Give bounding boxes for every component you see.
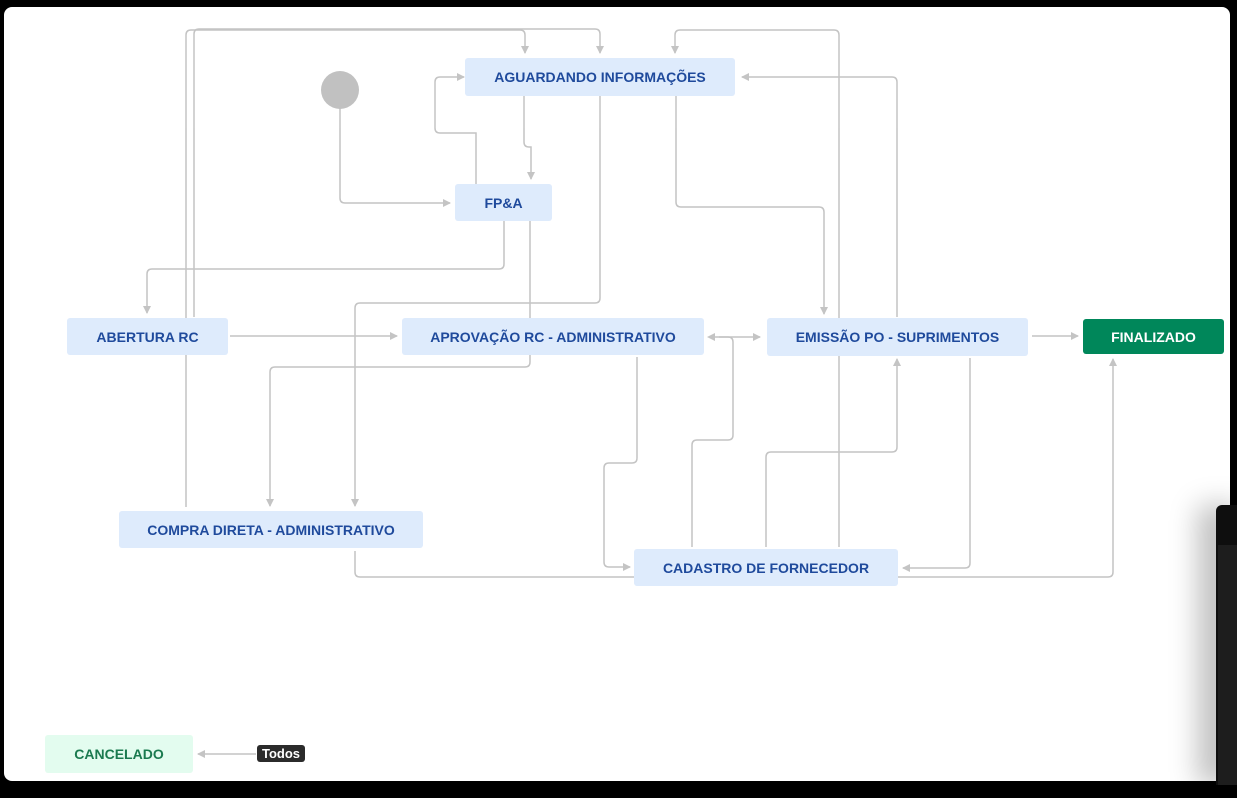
status-cadastro-de-fornecedor[interactable]: CADASTRO DE FORNECEDOR [634, 549, 898, 586]
global-transition-badge[interactable]: Todos [257, 745, 306, 762]
edge-aguardando-to-compra [351, 96, 601, 507]
edge-fpa-to-compra [266, 221, 531, 507]
edge-aguardando-to-emissao [675, 96, 828, 315]
edge-abertura-to-aguardando [193, 28, 604, 317]
edge-fpa-to-abertura [143, 221, 505, 314]
edge-cadastro-to-finalizado [897, 358, 1117, 578]
edge-emissao-to-cadastro [902, 358, 971, 572]
edge-start-to-fpa [339, 108, 451, 207]
status-cancelado[interactable]: CANCELADO [45, 735, 193, 773]
side-panel-edge [1216, 505, 1237, 785]
status-abertura-rc[interactable]: ABERTURA RC [67, 318, 228, 355]
status-finalizado[interactable]: FINALIZADO [1083, 319, 1224, 354]
edge-cadastro-to-aprovacao [691, 336, 734, 547]
edge-aguardando-to-fpa [523, 96, 535, 180]
start-node[interactable] [321, 71, 359, 109]
status-fpa[interactable]: FP&A [455, 184, 552, 221]
transition-edges [143, 28, 1117, 758]
status-compra-direta-administrativo[interactable]: COMPRA DIRETA - ADMINISTRATIVO [119, 511, 423, 548]
edge-compra-to-cadastro [354, 551, 636, 578]
edge-cadastro-to-aguardando [671, 29, 840, 547]
edge-fpa-to-aguardando [434, 73, 477, 184]
edge-emissao-to-aguardando [741, 73, 898, 317]
status-emissao-po-suprimentos[interactable]: EMISSÃO PO - SUPRIMENTOS [767, 318, 1028, 356]
edge-cadastro-to-emissao [765, 358, 901, 547]
edge-compra-to-aguardando-a [185, 29, 529, 507]
edge-aprovacao-to-cadastro [603, 357, 638, 571]
workflow-canvas: AGUARDANDO INFORMAÇÕES FP&A ABERTURA RC … [4, 7, 1230, 781]
status-aguardando-informacoes[interactable]: AGUARDANDO INFORMAÇÕES [465, 58, 735, 96]
status-aprovacao-rc-administrativo[interactable]: APROVAÇÃO RC - ADMINISTRATIVO [402, 318, 704, 355]
